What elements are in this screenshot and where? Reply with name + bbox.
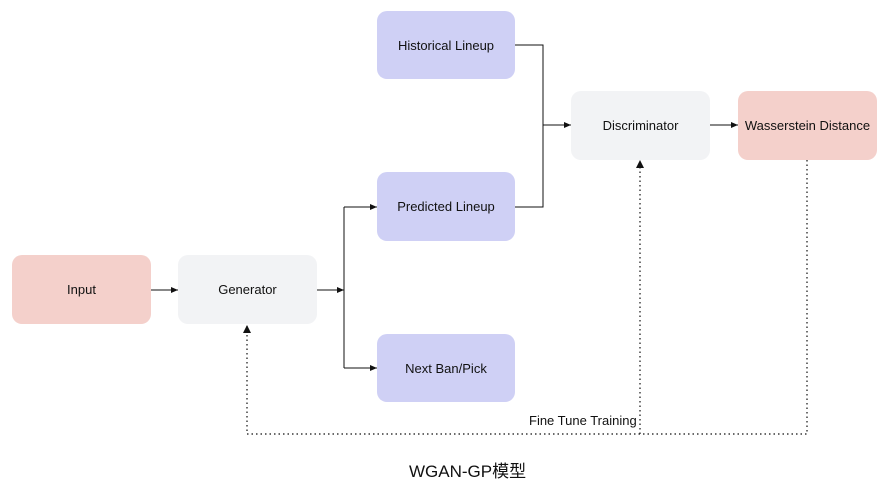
feedback-arrow-generator — [243, 325, 251, 333]
next-ban-pick-node: Next Ban/Pick — [377, 334, 515, 402]
feedback-loop — [246, 160, 808, 435]
predicted-lineup-node: Predicted Lineup — [377, 172, 515, 241]
predicted-lineup-label: Predicted Lineup — [397, 199, 495, 214]
fine-tune-training-label: Fine Tune Training — [529, 413, 637, 428]
input-node: Input — [12, 255, 151, 324]
diagram-caption: WGAN-GP模型 — [409, 462, 527, 481]
edge-historical-merge — [515, 44, 544, 125]
generator-node: Generator — [178, 255, 317, 324]
wasserstein-distance-node: Wasserstein Distance — [738, 91, 877, 160]
feedback-arrow-discriminator — [636, 160, 644, 168]
edge-predicted-merge — [515, 125, 544, 208]
historical-lineup-node: Historical Lineup — [377, 11, 515, 79]
generator-node-label: Generator — [218, 282, 277, 297]
next-ban-pick-label: Next Ban/Pick — [405, 360, 487, 376]
discriminator-label: Discriminator — [602, 118, 679, 133]
historical-lineup-label: Historical Lineup — [397, 37, 495, 53]
input-node-label: Input — [67, 282, 96, 297]
discriminator-node: Discriminator — [571, 91, 710, 160]
wasserstein-distance-label: Wasserstein Distance — [744, 118, 871, 133]
